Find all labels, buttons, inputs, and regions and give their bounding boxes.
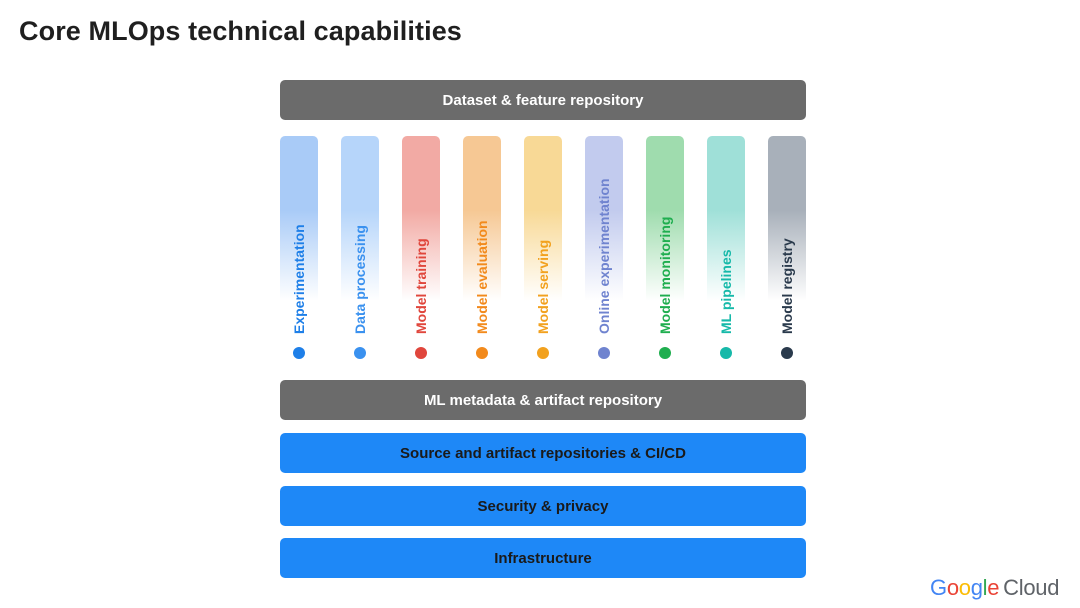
dataset-feature-repository-label: Dataset & feature repository [442, 91, 644, 109]
column-fill [463, 136, 501, 301]
ml-metadata-artifact-repository-bar: ML metadata & artifact repository [280, 380, 806, 420]
column-label: Experimentation [291, 224, 307, 334]
column-fill [768, 136, 806, 301]
capability-columns: Experimentation Data processing Model tr… [280, 136, 806, 366]
column-fill [402, 136, 440, 301]
security-privacy-bar: Security & privacy [280, 486, 806, 526]
column-fill [707, 136, 745, 301]
capability-column-model-serving: Model serving [524, 136, 562, 366]
security-privacy-label: Security & privacy [477, 497, 609, 515]
column-label: Model serving [535, 239, 551, 334]
column-label: Model registry [779, 238, 795, 334]
column-label: Model evaluation [474, 220, 490, 334]
column-fill [585, 136, 623, 301]
column-fill [524, 136, 562, 301]
dataset-feature-repository-bar: Dataset & feature repository [280, 80, 806, 120]
column-dot [415, 347, 427, 359]
column-label: Data processing [352, 225, 368, 334]
infrastructure-label: Infrastructure [494, 549, 592, 567]
google-wordmark: Google [930, 575, 1000, 600]
page-title: Core MLOps technical capabilities [19, 16, 462, 46]
capability-column-online-experimentation: Online experimentation [585, 136, 623, 366]
capability-column-data-processing: Data processing [341, 136, 379, 366]
column-fill [280, 136, 318, 301]
capability-column-model-monitoring: Model monitoring [646, 136, 684, 366]
column-dot [659, 347, 671, 359]
capability-column-experimentation: Experimentation [280, 136, 318, 366]
column-dot [598, 347, 610, 359]
capability-column-model-training: Model training [402, 136, 440, 366]
column-label: Model monitoring [657, 216, 673, 334]
column-label: Online experimentation [596, 178, 612, 334]
column-fill [341, 136, 379, 301]
column-dot [354, 347, 366, 359]
cloud-wordmark: Cloud [1003, 575, 1060, 600]
ml-metadata-label: ML metadata & artifact repository [423, 391, 663, 409]
capability-column-model-registry: Model registry [768, 136, 806, 366]
column-dot [476, 347, 488, 359]
column-dot [537, 347, 549, 359]
column-dot [781, 347, 793, 359]
capability-column-ml-pipelines: ML pipelines [707, 136, 745, 366]
column-dot [293, 347, 305, 359]
infrastructure-bar: Infrastructure [280, 538, 806, 578]
capability-column-model-evaluation: Model evaluation [463, 136, 501, 366]
column-label: ML pipelines [718, 249, 734, 334]
column-dot [720, 347, 732, 359]
column-fill [646, 136, 684, 301]
source-artifact-cicd-label: Source and artifact repositories & CI/CD [400, 444, 686, 462]
source-artifact-cicd-bar: Source and artifact repositories & CI/CD [280, 433, 806, 473]
column-label: Model training [413, 238, 429, 334]
